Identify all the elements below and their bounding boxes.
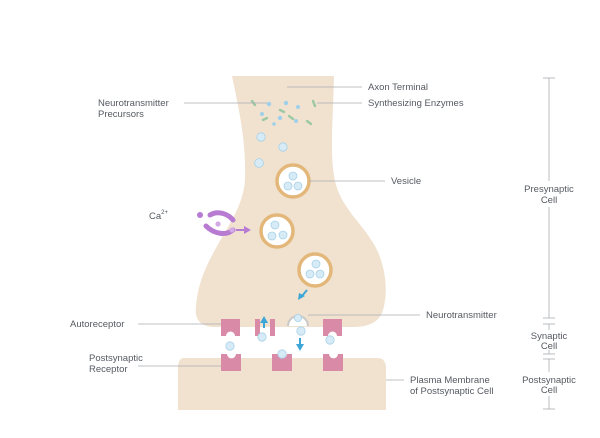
region-postsynaptic-line1: Postsynaptic bbox=[522, 375, 576, 386]
cleft-molecules bbox=[225, 326, 335, 359]
region-synaptic-line2: Cell bbox=[541, 341, 557, 352]
label-neurotransmitter: Neurotransmitter bbox=[426, 310, 497, 321]
label-postsynaptic-receptor-line2: Receptor bbox=[89, 364, 128, 375]
precursor-particles bbox=[260, 100, 300, 126]
label-vesicle: Vesicle bbox=[391, 176, 421, 187]
label-enzymes: Synthesizing Enzymes bbox=[368, 98, 464, 109]
axon-terminal-body bbox=[195, 76, 386, 327]
fusing-vesicle bbox=[287, 313, 309, 327]
vesicle-2 bbox=[259, 213, 295, 249]
label-postsynaptic-receptor-line1: Postsynaptic bbox=[89, 353, 143, 364]
diffusion-arrow-icon bbox=[296, 338, 304, 351]
label-axon-terminal: Axon Terminal bbox=[368, 82, 428, 93]
release-arrow-icon bbox=[298, 289, 308, 300]
label-precursors-line1: Neurotransmitter bbox=[98, 98, 169, 109]
label-calcium-symbol: Ca bbox=[149, 211, 162, 222]
vesicle-3 bbox=[297, 252, 333, 288]
label-precursors-line2: Precursors bbox=[98, 109, 144, 120]
label-plasma-membrane-line1: Plasma Membrane bbox=[410, 375, 490, 386]
label-plasma-membrane-line2: of Postsynaptic Cell bbox=[410, 386, 493, 397]
calcium-arrow-icon bbox=[236, 226, 251, 234]
region-synaptic-line1: Synaptic bbox=[531, 331, 568, 342]
region-presynaptic-line2: Cell bbox=[541, 195, 557, 206]
label-calcium: Ca2+ bbox=[149, 210, 168, 222]
free-molecules bbox=[254, 132, 288, 168]
label-calcium-charge: 2+ bbox=[161, 210, 168, 216]
region-postsynaptic-line2: Cell bbox=[541, 385, 557, 396]
postsynaptic-receptors bbox=[221, 354, 343, 371]
region-brackets bbox=[543, 77, 555, 410]
vesicle-1 bbox=[275, 163, 311, 199]
calcium-channel bbox=[197, 210, 236, 236]
region-presynaptic-line1: Presynaptic bbox=[524, 184, 574, 195]
reuptake-arrow-icon bbox=[260, 316, 268, 328]
label-autoreceptor: Autoreceptor bbox=[70, 319, 124, 330]
autoreceptors bbox=[221, 319, 342, 336]
